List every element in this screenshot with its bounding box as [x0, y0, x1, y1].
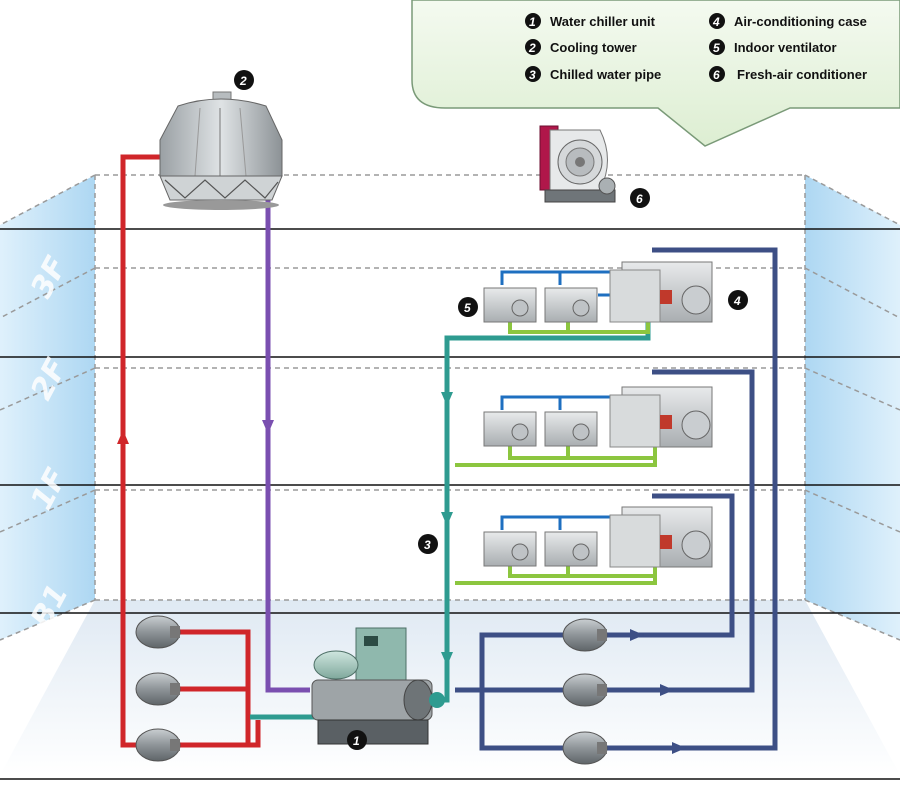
marker-4 [728, 290, 748, 310]
svg-text:Fresh-air conditioner: Fresh-air conditioner [737, 67, 867, 82]
basement-floor [0, 600, 900, 775]
ventilators-3f [483, 287, 598, 323]
svg-text:Cooling tower: Cooling tower [550, 40, 637, 55]
legend-item-5: 5 Indoor ventilator [709, 39, 837, 55]
svg-text:Air-conditioning case: Air-conditioning case [734, 14, 867, 29]
svg-text:Indoor ventilator: Indoor ventilator [734, 40, 837, 55]
ventilators-1f [483, 531, 598, 567]
svg-text:1: 1 [529, 15, 536, 29]
marker-3 [418, 534, 438, 554]
svg-text:6: 6 [713, 68, 720, 82]
marker-2-label: 2 [239, 74, 247, 88]
purple-pipe [265, 197, 310, 693]
marker-2 [234, 70, 254, 90]
ac-case-1f [609, 506, 713, 568]
svg-text:Chilled water pipe: Chilled water pipe [550, 67, 661, 82]
legend-panel [411, 0, 900, 147]
blue-pipes [500, 270, 620, 530]
water-chiller-unit [311, 627, 445, 745]
marker-4-label: 4 [733, 294, 741, 308]
svg-text:4: 4 [712, 15, 720, 29]
coil-pipes [455, 318, 657, 585]
pumps-right [562, 618, 608, 765]
ac-case-3f [609, 261, 713, 323]
pumps-left [135, 615, 181, 762]
purple-flow-arrow [262, 420, 274, 434]
legend-item-4: 4 Air-conditioning case [709, 13, 867, 29]
ventilators-2f [483, 411, 598, 447]
red-pipe [120, 154, 261, 748]
right-wall [805, 175, 900, 640]
return-flow-arrows [630, 629, 686, 754]
cooling-tower [159, 91, 283, 210]
perspective-lines [0, 174, 900, 641]
svg-text:5: 5 [713, 41, 720, 55]
legend-item-1: 1 Water chiller unit [525, 13, 656, 29]
marker-1 [347, 730, 367, 750]
marker-1-label: 1 [353, 734, 360, 748]
legend-item-6: 6 Fresh-air conditioner [709, 66, 867, 82]
marker-5 [458, 297, 478, 317]
marker-3-label: 3 [424, 538, 431, 552]
svg-text:Water chiller unit: Water chiller unit [550, 14, 656, 29]
ac-case-2f [609, 386, 713, 448]
legend-item-2: 2 Cooling tower [525, 39, 637, 55]
svg-text:3: 3 [529, 68, 536, 82]
marker-6-label: 6 [636, 192, 643, 206]
marker-6 [630, 188, 650, 208]
chilled-flow-arrows [441, 392, 453, 666]
svg-text:2: 2 [528, 41, 536, 55]
legend: 1 Water chiller unit 2 Cooling tower 3 C… [525, 13, 867, 82]
return-water-pipe [455, 247, 778, 751]
legend-item-3: 3 Chilled water pipe [525, 66, 661, 82]
fresh-air-conditioner [539, 125, 616, 203]
red-flow-arrow [117, 430, 129, 444]
left-wall [0, 175, 95, 640]
marker-5-label: 5 [464, 301, 471, 315]
